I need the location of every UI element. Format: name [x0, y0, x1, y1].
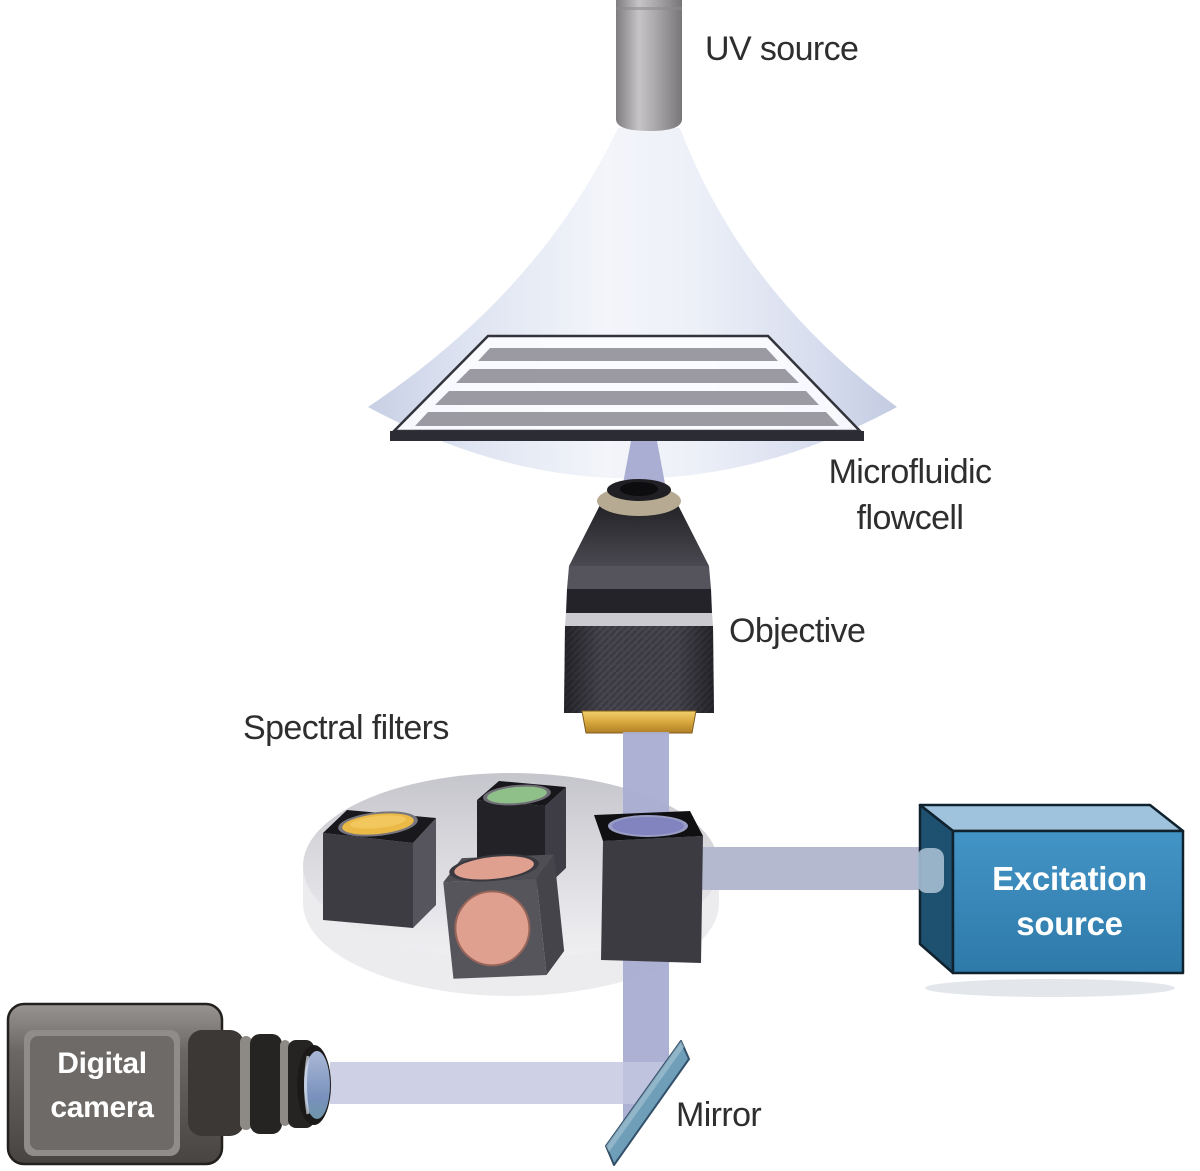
objective-lens	[564, 479, 714, 734]
camera-lens-glass	[304, 1051, 330, 1119]
label-microfluidic-flowcell: Microfluidic flowcell	[793, 449, 1027, 541]
label-spectral-filters: Spectral filters	[243, 709, 449, 748]
spectral-filters-text: Spectral filters	[243, 709, 449, 747]
mirror	[605, 1040, 690, 1166]
uv-source-cylinder	[616, 0, 682, 131]
excitation-box-shadow	[925, 979, 1175, 997]
label-excitation-source: Excitation source	[956, 856, 1183, 946]
objective-gold-ring	[581, 710, 697, 734]
camera-front-panel	[30, 1036, 174, 1150]
excitation-box-front-face	[951, 829, 1185, 975]
label-mirror: Mirror	[676, 1096, 762, 1135]
blue-filter-glass	[612, 817, 684, 835]
digital-camera	[6, 1002, 331, 1166]
label-objective: Objective	[729, 612, 866, 651]
salmon-filter-glass-top	[454, 856, 534, 880]
label-uv-source: UV source	[705, 30, 859, 69]
uv-source-cap-line	[616, 7, 682, 10]
microfluidic-text-line1: Microfluidic	[828, 453, 992, 491]
flowcell-channels	[415, 348, 839, 426]
excitation-text-line1: Excitation	[992, 860, 1147, 897]
mirror-text: Mirror	[676, 1096, 762, 1134]
salmon-filter-glass-front	[454, 890, 531, 967]
beam-entry-port	[917, 848, 944, 893]
camera-text-line2: camera	[50, 1091, 154, 1124]
flowcell-plate-edge	[390, 431, 864, 441]
excitation-source-box	[917, 803, 1185, 997]
microfluidic-text-line2: flowcell	[856, 499, 964, 537]
beam-flowcell-to-objective	[622, 441, 666, 489]
excitation-box-top-face	[918, 803, 1185, 833]
filter-cube-yellow	[323, 810, 436, 928]
camera-lens-barrel	[188, 1030, 331, 1136]
excitation-text-line2: source	[1016, 905, 1123, 942]
filter-cube-salmon	[443, 854, 565, 979]
camera-text-line1: Digital	[57, 1047, 147, 1080]
microfluidic-flowcell	[390, 334, 864, 441]
beam-excitation	[693, 847, 945, 890]
uv-source-text: UV source	[705, 30, 859, 68]
green-filter-glass	[487, 786, 547, 804]
beam-to-camera	[330, 1062, 667, 1104]
objective-text: Objective	[729, 612, 866, 650]
label-digital-camera: Digital camera	[26, 1042, 178, 1130]
filter-cube-blue	[594, 811, 703, 963]
